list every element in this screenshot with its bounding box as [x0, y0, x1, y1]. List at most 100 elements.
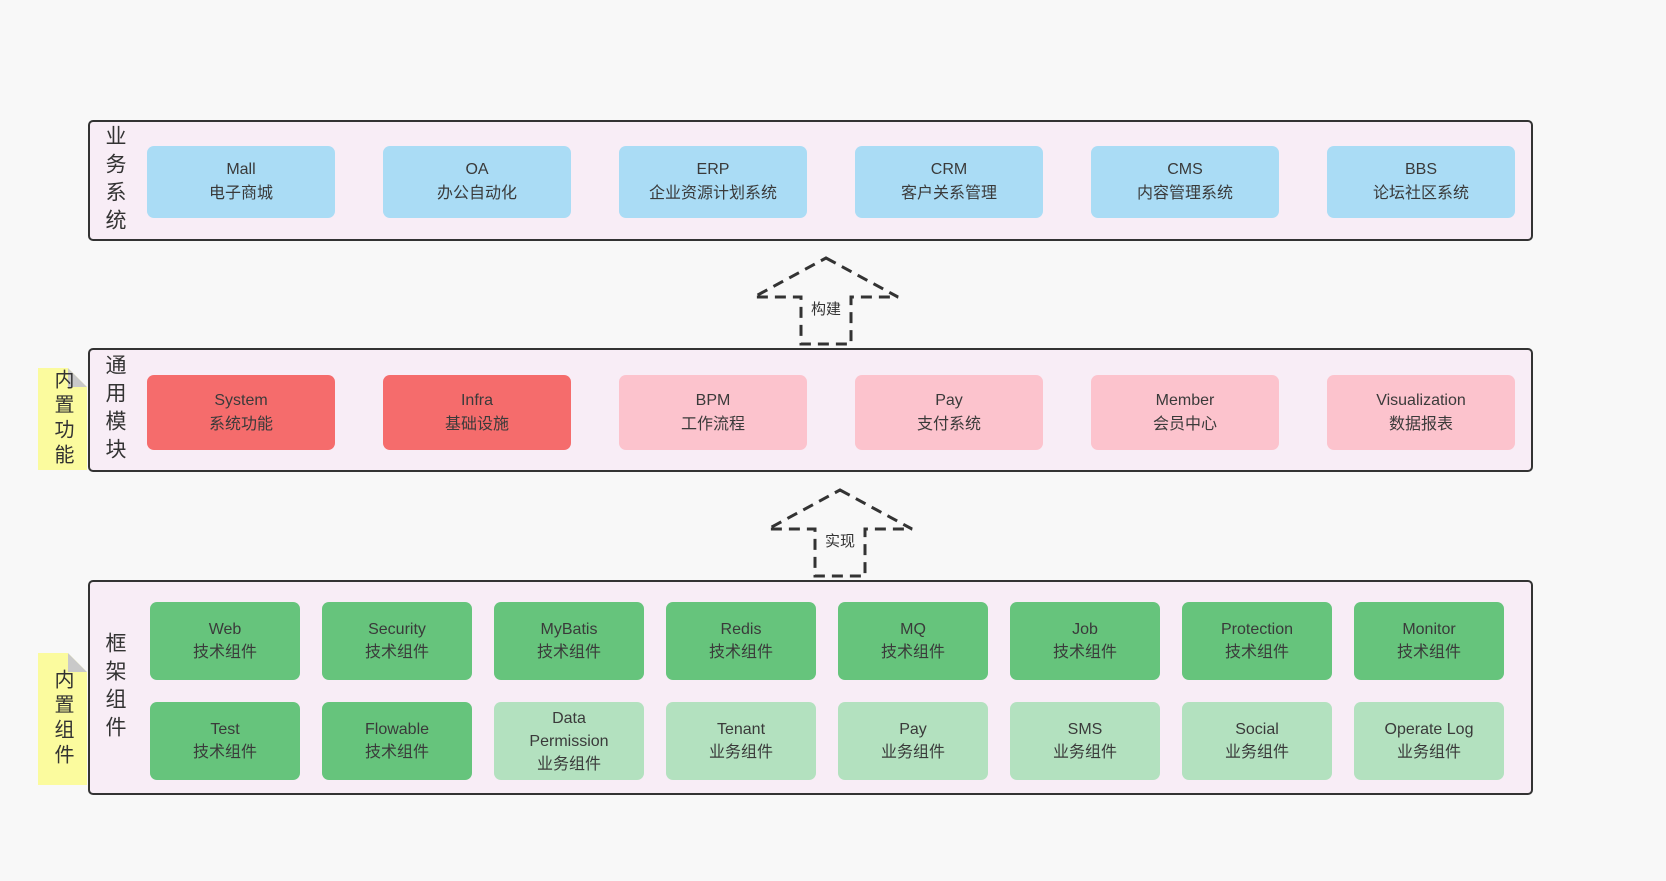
- box-subtitle: 技术组件: [192, 644, 257, 661]
- arrow-implement-label: 实现: [821, 528, 859, 553]
- box-member: Member 会员中心: [1091, 375, 1279, 450]
- box-title: MyBatis: [540, 621, 598, 638]
- box-title: OA: [465, 161, 489, 178]
- business-boxes: Mall 电子商城 OA 办公自动化 ERP 企业资源计划系统 CRM 客户关系管理 CMS 内容…: [147, 146, 1515, 218]
- box-subtitle: 内容管理系统: [1136, 185, 1233, 202]
- box-title: MQ: [900, 621, 926, 638]
- box-subtitle: 工作流程: [680, 415, 745, 433]
- box-bpm: BPM 工作流程: [619, 375, 807, 450]
- box-security: Security 技术组件: [322, 602, 472, 680]
- box-crm: CRM 客户关系管理: [855, 146, 1043, 218]
- box-title: Data Permission: [529, 709, 609, 750]
- box-subtitle: 技术组件: [364, 644, 429, 661]
- box-subtitle: 技术组件: [536, 644, 601, 661]
- box-title: Infra: [460, 391, 493, 409]
- box-title: Test: [210, 721, 240, 738]
- box-title: BPM: [695, 391, 731, 409]
- box-subtitle: 技术组件: [1224, 644, 1289, 661]
- box-test: Test 技术组件: [150, 702, 300, 780]
- box-social: Social 业务组件: [1182, 702, 1332, 780]
- box-title: ERP: [696, 161, 730, 178]
- box-title: Mall: [226, 161, 256, 178]
- box-erp: ERP 企业资源计划系统: [619, 146, 807, 218]
- note-text: 内置组件: [51, 669, 73, 769]
- box-flowable: Flowable 技术组件: [322, 702, 472, 780]
- layer-business-systems: 业务系统 Mall 电子商城 OA 办公自动化 ERP 企业资源计划系统 CRM 客户关系管理…: [88, 120, 1533, 241]
- layer-label-framework: 框架组件: [103, 631, 126, 744]
- box-title: CMS: [1167, 161, 1203, 178]
- box-subtitle: 业务组件: [1224, 744, 1289, 761]
- box-subtitle: 技术组件: [1052, 644, 1117, 661]
- arrow-build-label: 构建: [807, 296, 845, 321]
- arrow-implement: 实现: [765, 487, 915, 579]
- layer-label-business: 业务系统: [103, 124, 126, 237]
- box-mq: MQ 技术组件: [838, 602, 988, 680]
- arrow-build: 构建: [751, 255, 901, 347]
- box-subtitle: 业务组件: [708, 744, 773, 761]
- box-title: CRM: [930, 161, 968, 178]
- box-sms: SMS 业务组件: [1010, 702, 1160, 780]
- sticky-note-builtin-features: 内置功能: [38, 368, 87, 470]
- box-subtitle: 技术组件: [364, 744, 429, 761]
- box-title: Redis: [720, 621, 762, 638]
- box-title: Social: [1235, 721, 1279, 738]
- box-title: System: [214, 391, 268, 409]
- box-subtitle: 客户关系管理: [900, 185, 997, 202]
- box-title: Monitor: [1402, 621, 1456, 638]
- box-subtitle: 企业资源计划系统: [648, 185, 777, 202]
- box-subtitle: 业务组件: [1396, 744, 1461, 761]
- box-subtitle: 支付系统: [916, 415, 981, 433]
- box-subtitle: 业务组件: [880, 744, 945, 761]
- box-title: Member: [1155, 391, 1215, 409]
- box-tenant: Tenant 业务组件: [666, 702, 816, 780]
- box-subtitle: 技术组件: [1396, 644, 1461, 661]
- box-protection: Protection 技术组件: [1182, 602, 1332, 680]
- box-title: Pay: [935, 391, 963, 409]
- box-subtitle: 会员中心: [1152, 415, 1217, 433]
- box-title: Tenant: [716, 721, 766, 738]
- box-subtitle: 论坛社区系统: [1372, 185, 1469, 202]
- box-subtitle: 业务组件: [1052, 744, 1117, 761]
- box-subtitle: 技术组件: [192, 744, 257, 761]
- box-title: Web: [208, 621, 242, 638]
- box-subtitle: 数据报表: [1388, 415, 1453, 433]
- box-oa: OA 办公自动化: [383, 146, 571, 218]
- box-subtitle: 电子商城: [208, 185, 273, 202]
- box-visualization: Visualization 数据报表: [1327, 375, 1515, 450]
- sticky-note-builtin-components: 内置组件: [38, 653, 87, 785]
- box-operate-log: Operate Log 业务组件: [1354, 702, 1504, 780]
- box-infra: Infra 基础设施: [383, 375, 571, 450]
- dashed-up-arrow-icon: [753, 256, 899, 346]
- box-data-permission: Data Permission 业务组件: [494, 702, 644, 780]
- note-text: 内置功能: [51, 369, 73, 469]
- box-title: SMS: [1067, 721, 1103, 738]
- box-subtitle: 业务组件: [536, 755, 601, 773]
- box-cms: CMS 内容管理系统: [1091, 146, 1279, 218]
- layer-label-common: 通用模块: [103, 354, 126, 466]
- box-redis: Redis 技术组件: [666, 602, 816, 680]
- box-mall: Mall 电子商城: [147, 146, 335, 218]
- dashed-up-arrow-icon: [767, 488, 913, 578]
- box-subtitle: 技术组件: [708, 644, 773, 661]
- box-title: Visualization: [1376, 391, 1466, 409]
- box-subtitle: 基础设施: [444, 415, 509, 433]
- box-subtitle: 办公自动化: [436, 185, 517, 202]
- box-pay: Pay 支付系统: [855, 375, 1043, 450]
- box-title: Flowable: [364, 721, 430, 738]
- box-title: Protection: [1220, 621, 1294, 638]
- box-subtitle: 技术组件: [880, 644, 945, 661]
- box-title: Operate Log: [1384, 721, 1474, 738]
- box-web: Web 技术组件: [150, 602, 300, 680]
- box-title: Security: [368, 621, 426, 638]
- box-mybatis: MyBatis 技术组件: [494, 602, 644, 680]
